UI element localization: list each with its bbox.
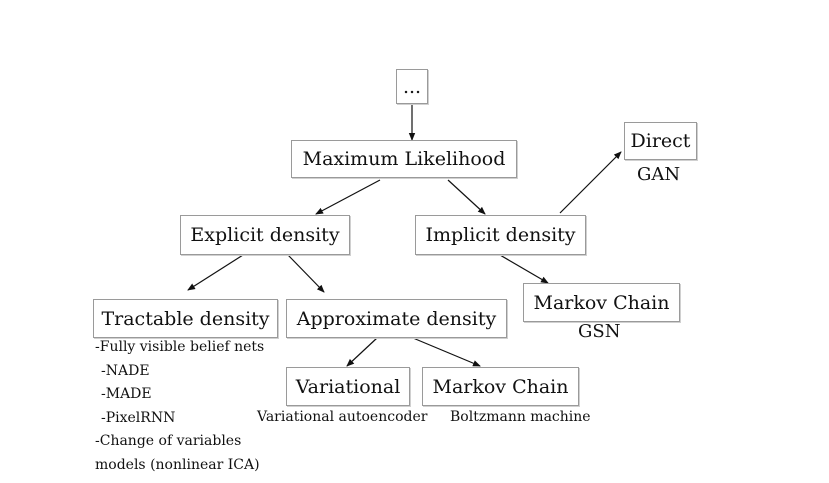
tractable-density-node: Tractable density — [93, 299, 278, 338]
tractable-note: -MADE — [101, 386, 152, 402]
edge-implicit-density-to-direct — [559, 151, 622, 214]
root-ellipsis-node: ... — [396, 69, 428, 104]
tractable-note: -Change of variables — [95, 433, 242, 449]
tractable-note: -Fully visible belief nets — [95, 339, 265, 355]
edge-maximum-likelihood-to-explicit-density — [315, 179, 381, 215]
markov-chain-approx-node: Markov Chain — [422, 367, 579, 406]
markov-chain-approx-caption: Boltzmann machine — [450, 409, 591, 425]
explicit-density-node: Explicit density — [180, 215, 350, 255]
markov-chain-implicit-node: Markov Chain — [523, 283, 680, 322]
edge-approximate-density-to-variational — [346, 337, 378, 367]
tractable-note: -PixelRNN — [101, 409, 176, 426]
maximum-likelihood-node: Maximum Likelihood — [291, 140, 517, 178]
variational-node: Variational — [286, 367, 410, 406]
direct-caption: GAN — [637, 164, 681, 185]
edge-explicit-density-to-tractable-density — [187, 254, 244, 291]
direct-node: Direct — [624, 122, 697, 160]
implicit-density-node: Implicit density — [415, 215, 586, 255]
edge-explicit-density-to-approximate-density — [287, 254, 325, 293]
tractable-density-examples: -Fully visible belief nets -NADE -MADE -… — [95, 336, 264, 477]
variational-caption: Variational autoencoder — [257, 409, 428, 425]
edge-approximate-density-to-markov-chain — [412, 337, 481, 367]
edge-maximum-likelihood-to-implicit-density — [447, 179, 486, 215]
edge-implicit-density-to-markov-chain — [499, 254, 549, 284]
approximate-density-node: Approximate density — [286, 299, 507, 338]
markov-chain-implicit-caption: GSN — [578, 321, 621, 342]
tractable-note: models (nonlinear ICA) — [95, 456, 260, 473]
tractable-note: -NADE — [101, 362, 150, 379]
